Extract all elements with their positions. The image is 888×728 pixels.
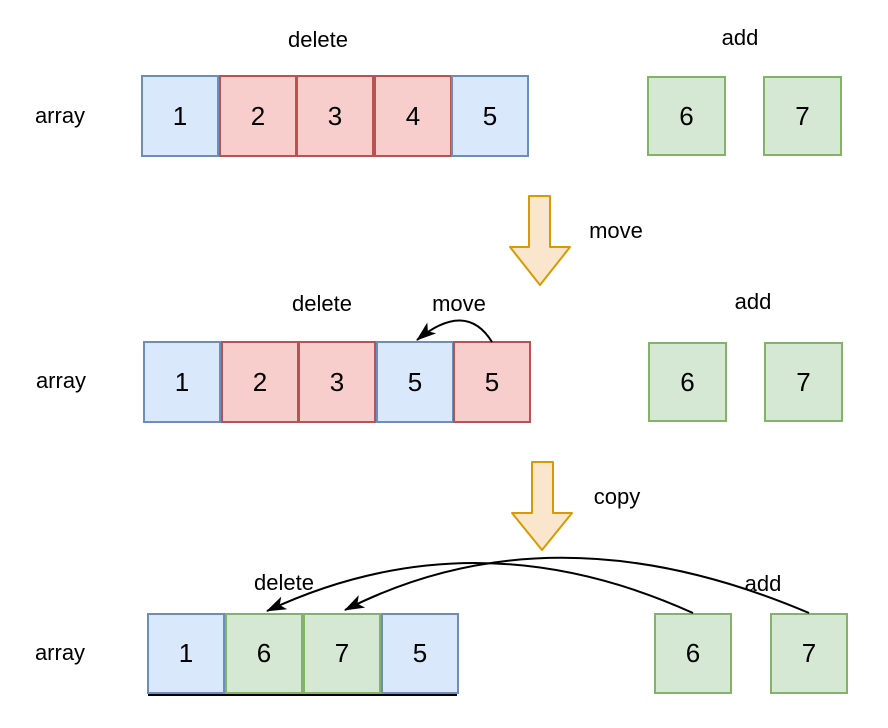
step2-down-arrow-icon (511, 461, 573, 551)
row2-delete-label: delete (292, 291, 352, 316)
row3-cell-1: 1 (147, 613, 225, 694)
row1-cell-4: 4 (374, 75, 452, 157)
copy-connector-arrow-6 (266, 562, 694, 614)
row1-cell-2: 2 (219, 75, 297, 157)
row1-add-label: add (721, 25, 759, 50)
row2-move-label: move (432, 291, 486, 316)
step2-copy-label: copy (593, 484, 641, 509)
row1-cell-1: 1 (141, 75, 219, 157)
row1-delete-label: delete (288, 27, 348, 52)
row1-add-box-7: 7 (763, 76, 842, 156)
row3-cell-2: 6 (225, 613, 303, 694)
row3-array-label: array (34, 640, 86, 665)
row2-add-box-6: 6 (648, 342, 727, 422)
row3-add-box-7: 7 (770, 613, 848, 694)
move-connector-arrow (416, 319, 493, 343)
row1-cell-5: 5 (451, 75, 529, 157)
row2-cell-5: 5 (453, 341, 531, 423)
row3-add-label: add (744, 571, 782, 596)
row2-add-box-7: 7 (764, 342, 843, 422)
row3-add-box-6: 6 (654, 613, 732, 694)
row2-array-label: array (35, 368, 87, 393)
step1-move-label: move (589, 218, 643, 243)
row2-cell-2: 2 (221, 341, 299, 423)
step1-down-arrow-icon (509, 195, 571, 286)
copy-connector-arrow-7 (344, 556, 810, 614)
row1-array-label: array (34, 103, 86, 128)
row3-cell-4: 5 (381, 613, 459, 694)
row2-add-label: add (734, 289, 772, 314)
row1-add-box-6: 6 (647, 76, 726, 156)
row2-cell-1: 1 (143, 341, 221, 423)
row3-cell-3: 7 (303, 613, 381, 694)
row2-cell-3: 3 (298, 341, 376, 423)
row2-cell-4: 5 (376, 341, 454, 423)
row3-delete-label: delete (254, 570, 314, 595)
row1-cell-3: 3 (296, 75, 374, 157)
